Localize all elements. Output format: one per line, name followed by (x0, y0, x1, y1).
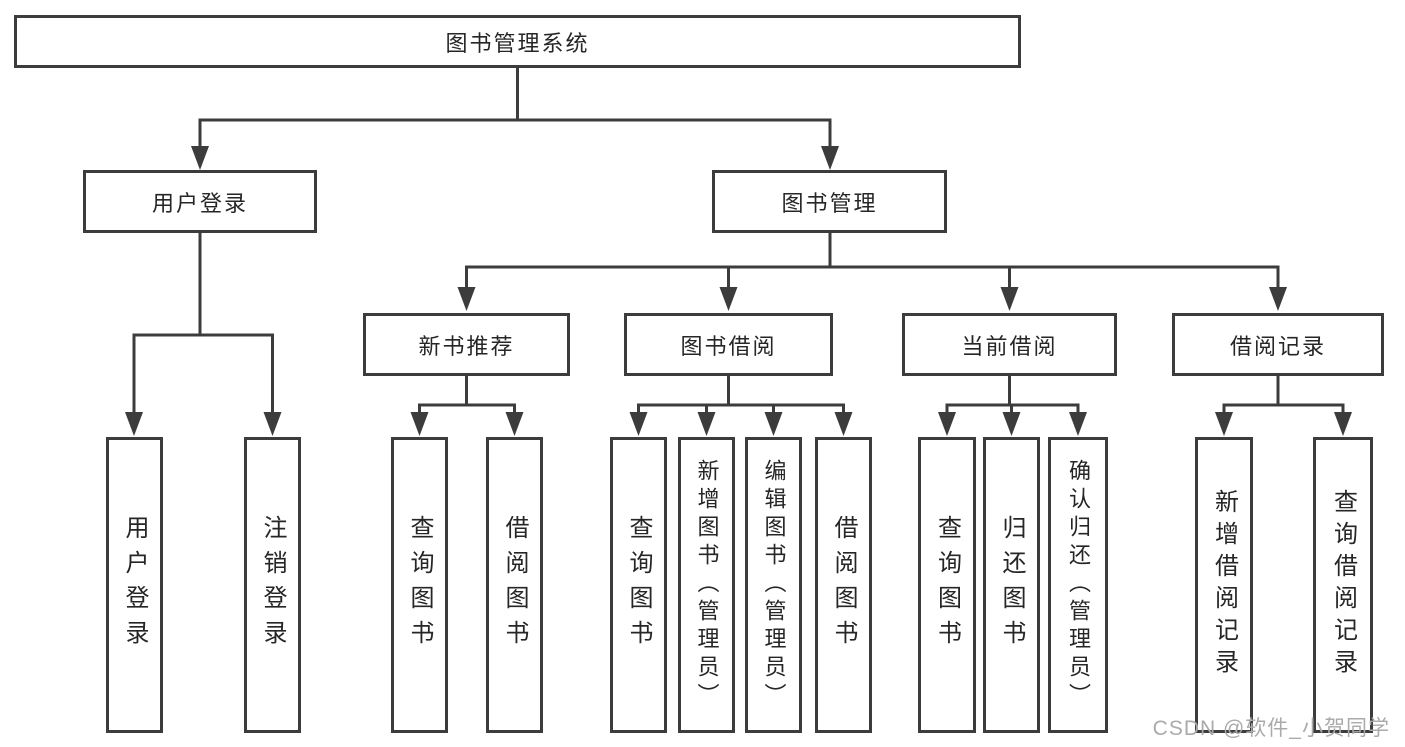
node-root-label: 图书管理系统 (445, 30, 590, 56)
leaf-confirm-return-admin: 确认归还（管理员） (1048, 437, 1108, 733)
leaf-query-borrow-record: 查询借阅记录 (1313, 437, 1373, 733)
leaf-add-borrow-record: 新增借阅记录 (1195, 437, 1253, 733)
leaf-borrow-books-recommend: 借阅图书 (486, 437, 543, 733)
leaf-add-book-admin-label: 新增图书（管理员） (694, 459, 720, 711)
leaf-query-borrow-record-label: 查询借阅记录 (1329, 489, 1357, 681)
node-new-book-recommend: 新书推荐 (363, 313, 570, 376)
node-current-borrow-label: 当前借阅 (961, 333, 1058, 359)
leaf-borrow-books-label: 借阅图书 (830, 515, 857, 655)
leaf-confirm-return-admin-label: 确认归还（管理员） (1066, 459, 1091, 711)
leaf-return-book: 归还图书 (983, 437, 1040, 733)
node-current-borrow: 当前借阅 (902, 313, 1117, 376)
node-book-management: 图书管理 (712, 170, 947, 233)
leaf-user-login: 用户登录 (106, 437, 163, 733)
leaf-edit-book-admin-label: 编辑图书（管理员） (761, 459, 787, 711)
leaf-query-books-recommend: 查询图书 (391, 437, 448, 733)
leaf-query-books-borrow-label: 查询图书 (625, 515, 652, 655)
node-user-login: 用户登录 (83, 170, 317, 233)
node-book-management-label: 图书管理 (781, 190, 878, 216)
leaf-add-borrow-record-label: 新增借阅记录 (1210, 489, 1238, 681)
csdn-watermark: CSDN @软件_小贺同学 (1152, 717, 1390, 740)
leaf-user-login-label: 用户登录 (121, 515, 148, 655)
node-new-book-recommend-label: 新书推荐 (418, 333, 515, 359)
node-book-borrow: 图书借阅 (624, 313, 833, 376)
leaf-borrow-books: 借阅图书 (815, 437, 872, 733)
leaf-return-book-label: 归还图书 (998, 515, 1025, 655)
leaf-logout: 注销登录 (244, 437, 301, 733)
leaf-query-books-current: 查询图书 (918, 437, 976, 733)
leaf-query-books-borrow: 查询图书 (610, 437, 667, 733)
node-borrow-records: 借阅记录 (1172, 313, 1384, 376)
leaf-add-book-admin: 新增图书（管理员） (678, 437, 735, 733)
node-book-borrow-label: 图书借阅 (680, 333, 777, 359)
leaf-query-books-current-label: 查询图书 (933, 515, 961, 655)
leaf-query-books-recommend-label: 查询图书 (406, 515, 433, 655)
node-user-login-label: 用户登录 (151, 190, 248, 216)
node-root: 图书管理系统 (14, 15, 1021, 68)
node-borrow-records-label: 借阅记录 (1229, 333, 1326, 359)
leaf-borrow-books-recommend-label: 借阅图书 (501, 515, 528, 655)
leaf-logout-label: 注销登录 (259, 515, 286, 655)
leaf-edit-book-admin: 编辑图书（管理员） (745, 437, 802, 733)
